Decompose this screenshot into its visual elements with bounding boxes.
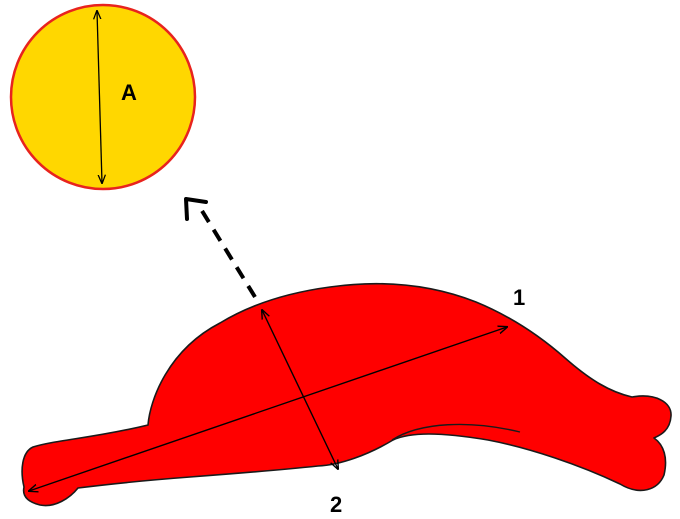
- label-2: 2: [330, 492, 342, 517]
- red-body-shape: [22, 284, 671, 506]
- label-a: A: [121, 80, 137, 105]
- dashed-arrow: [186, 199, 255, 297]
- cross-section-circle: [11, 5, 195, 189]
- label-1: 1: [513, 285, 525, 310]
